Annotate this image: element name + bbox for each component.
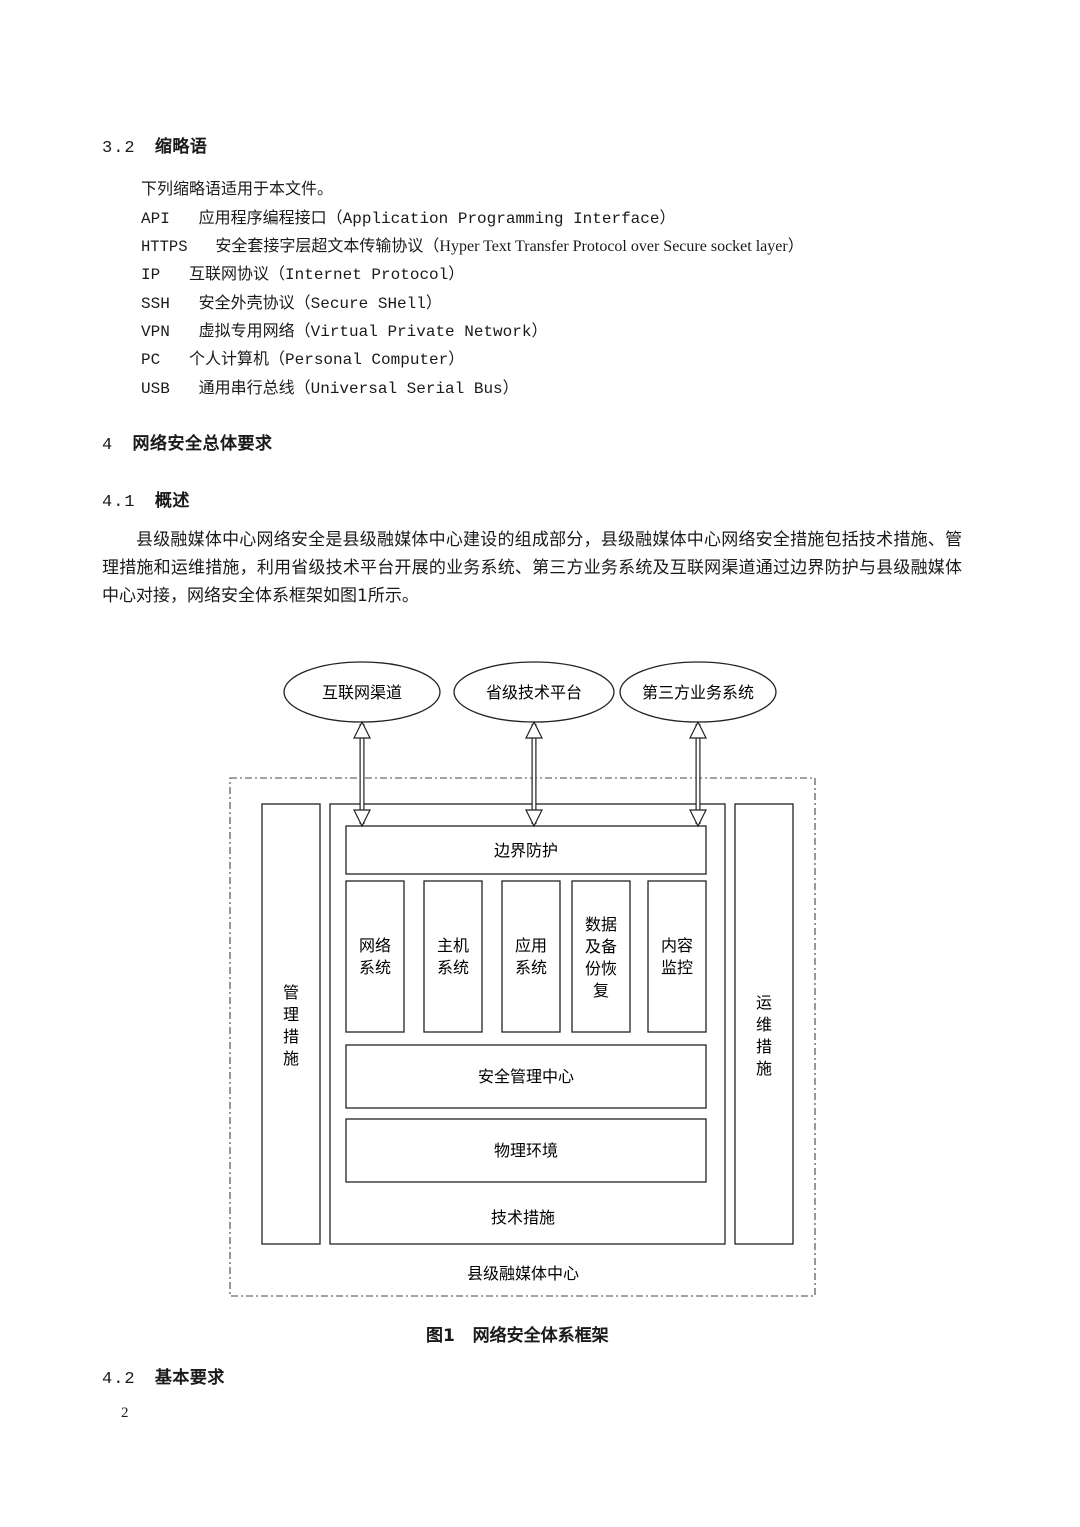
application-system-box <box>501 880 561 1033</box>
system-line: 系统 <box>515 958 547 977</box>
abbreviation-code: API <box>141 210 170 228</box>
mgmt-char: 理 <box>283 1005 299 1024</box>
abbreviation-item: SSH 安全外壳协议（Secure SHell） <box>141 289 442 313</box>
section-3-2-heading: 3.2 缩略语 <box>102 132 207 158</box>
abbreviation-desc: 安全套接字层超文本传输协议（Hyper Text Transfer Protoc… <box>215 238 804 255</box>
system-line: 份恢 <box>585 959 617 978</box>
system-line: 网络 <box>359 936 391 955</box>
section-number: 4.2 <box>102 1370 136 1389</box>
section-4-2-heading: 4.2 基本要求 <box>102 1363 225 1389</box>
abbreviation-item: PC 个人计算机（Personal Computer） <box>141 345 464 369</box>
abbreviation-code: VPN <box>141 323 170 341</box>
tech-measures-box <box>329 803 726 1245</box>
system-line: 数据 <box>585 915 617 934</box>
system-line: 复 <box>593 981 609 1000</box>
tech-measures-label: 技术措施 <box>491 1208 555 1227</box>
provincial-platform-label: 省级技术平台 <box>486 683 582 702</box>
abbreviation-desc: 通用串行总线（Universal Serial Bus） <box>198 380 519 398</box>
host-system-box <box>423 880 483 1033</box>
abbreviation-desc: 虚拟专用网络（Virtual Private Network） <box>198 323 548 341</box>
content-monitoring-box <box>647 880 707 1033</box>
management-measures-box <box>261 803 321 1245</box>
mgmt-char: 措 <box>283 1027 299 1046</box>
page-number: 2 <box>121 1405 129 1421</box>
section-title: 概述 <box>154 491 190 511</box>
county-media-center-label: 县级融媒体中心 <box>467 1264 579 1283</box>
section-4-heading: 4 网络安全总体要求 <box>102 429 272 455</box>
section-4-1-heading: 4.1 概述 <box>102 486 190 512</box>
system-line: 系统 <box>359 958 391 977</box>
abbreviation-item: HTTPS 安全套接字层超文本传输协议（Hyper Text Transfer … <box>141 232 804 256</box>
section-title: 网络安全总体要求 <box>132 434 273 454</box>
ops-char: 运 <box>756 993 772 1012</box>
boundary-protection-label: 边界防护 <box>494 841 558 860</box>
abbreviation-code: HTTPS <box>141 238 188 256</box>
system-line: 监控 <box>661 958 693 977</box>
abbreviation-desc: 安全外壳协议（Secure SHell） <box>198 295 442 313</box>
abbreviation-code: SSH <box>141 295 170 313</box>
section-number: 4.1 <box>102 493 136 512</box>
abbreviation-item: VPN 虚拟专用网络（Virtual Private Network） <box>141 317 547 341</box>
boundary-protection-box <box>345 825 707 875</box>
internet-channel-label: 互联网渠道 <box>322 683 402 702</box>
system-line: 系统 <box>437 958 469 977</box>
abbreviation-code: PC <box>141 351 161 369</box>
abbreviation-item: IP 互联网协议（Internet Protocol） <box>141 260 464 284</box>
data-backup-label: 数据 及备 份恢 复 <box>585 915 617 1000</box>
abbreviation-desc: 互联网协议（Internet Protocol） <box>189 266 465 284</box>
figure-title: 网络安全体系框架 <box>472 1326 609 1346</box>
system-line: 主机 <box>437 936 469 955</box>
data-backup-box <box>571 880 631 1033</box>
physical-env-box <box>345 1118 707 1183</box>
overview-paragraph: 县级融媒体中心网络安全是县级融媒体中心建设的组成部分，县级融媒体中心网络安全措施… <box>102 530 962 606</box>
system-line: 应用 <box>515 936 547 955</box>
county-media-center-boundary <box>229 777 816 1297</box>
physical-env-label: 物理环境 <box>494 1141 558 1160</box>
abbreviation-code: USB <box>141 380 170 398</box>
security-center-label: 安全管理中心 <box>478 1067 574 1086</box>
ops-char: 维 <box>756 1015 772 1034</box>
section-number: 3.2 <box>102 139 136 158</box>
section-number: 4 <box>102 436 114 455</box>
content-monitoring-label: 内容 监控 <box>661 936 693 977</box>
third-party-label: 第三方业务系统 <box>642 683 754 702</box>
abbreviation-item: USB 通用串行总线（Universal Serial Bus） <box>141 374 519 398</box>
ops-char: 施 <box>756 1059 772 1078</box>
system-line: 内容 <box>661 936 693 955</box>
management-measures-label: 管 理 措 施 <box>283 983 299 1068</box>
abbreviation-desc: 个人计算机（Personal Computer） <box>189 351 465 369</box>
figure-label: 图1 <box>426 1326 455 1346</box>
network-system-label: 网络 系统 <box>359 936 391 977</box>
host-system-label: 主机 系统 <box>437 936 469 977</box>
figure-caption: 图1 网络安全体系框架 <box>426 1321 609 1346</box>
abbreviation-item: API 应用程序编程接口（Application Programming Int… <box>141 204 675 228</box>
network-system-box <box>345 880 405 1033</box>
abbreviation-code: IP <box>141 266 161 284</box>
ops-char: 措 <box>756 1037 772 1056</box>
mgmt-char: 管 <box>283 983 299 1002</box>
mgmt-char: 施 <box>283 1049 299 1068</box>
system-line: 及备 <box>585 937 617 956</box>
section-title: 缩略语 <box>154 137 208 157</box>
ops-measures-box <box>734 803 794 1245</box>
application-system-label: 应用 系统 <box>515 936 547 977</box>
ops-measures-label: 运 维 措 施 <box>756 993 772 1078</box>
security-framework-diagram: 互联网渠道 省级技术平台 第三方业务系统 管 理 措 施 运 维 措 施 边界防… <box>229 661 816 1297</box>
abbreviations-intro: 下列缩略语适用于本文件。 <box>141 179 334 198</box>
security-center-box <box>345 1044 707 1109</box>
section-title: 基本要求 <box>154 1368 225 1388</box>
abbreviation-desc: 应用程序编程接口（Application Programming Interfa… <box>198 210 676 228</box>
